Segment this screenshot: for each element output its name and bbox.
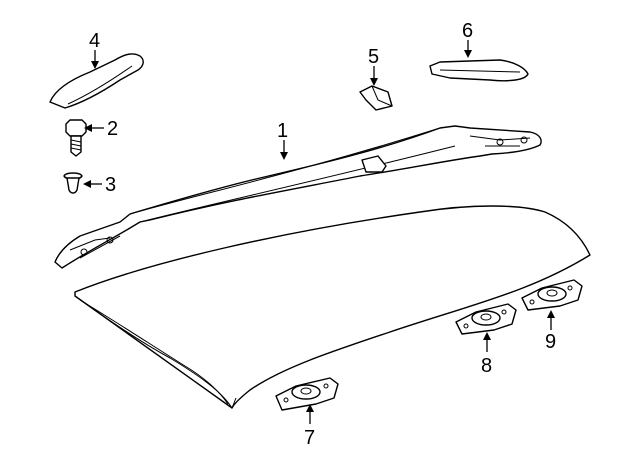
- bracket-9: [521, 279, 583, 311]
- leader-arrows: [83, 40, 555, 424]
- callout-4: 4: [89, 30, 100, 52]
- callout-6: 6: [462, 20, 473, 42]
- callout-3: 3: [105, 174, 116, 196]
- rear-cover: [429, 59, 529, 82]
- front-cover: [49, 53, 144, 109]
- callout-5: 5: [368, 46, 379, 68]
- callout-7: 7: [304, 427, 315, 449]
- end-cap: [359, 85, 393, 111]
- callout-1: 1: [277, 120, 288, 142]
- roof-rail: [54, 125, 542, 269]
- callout-8: 8: [481, 355, 492, 377]
- roof-panel: [74, 205, 591, 409]
- callout-2: 2: [107, 118, 118, 140]
- bolt: [65, 119, 87, 157]
- bracket-7: [275, 377, 339, 411]
- callout-9: 9: [545, 331, 556, 353]
- clip: [63, 172, 83, 194]
- bracket-8: [455, 303, 517, 335]
